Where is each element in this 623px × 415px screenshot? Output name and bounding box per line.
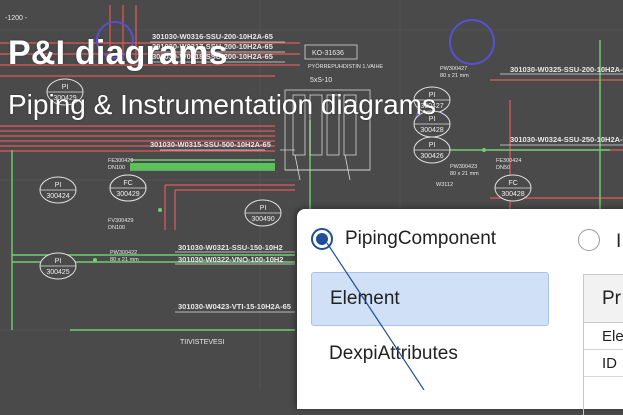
- small-tag: PW300423: [450, 164, 477, 170]
- line-label: 301030-W0322-VNO-100-10H2: [178, 255, 283, 264]
- small-tag: W3112: [436, 182, 453, 188]
- small-tag: FV300429: [108, 218, 133, 224]
- hero-subtitle: Piping & Instrumentation diagrams: [8, 89, 436, 120]
- small-tag: DN100: [108, 225, 125, 231]
- small-tag: FE300429: [108, 158, 133, 164]
- small-tag: 80 x 21 mm: [450, 171, 479, 177]
- small-tag: FE300424: [496, 158, 521, 164]
- equipment-tag: KO-31636: [312, 50, 344, 57]
- radio-piping-component[interactable]: PipingComponent: [311, 228, 496, 250]
- radio-label: PipingComponent: [345, 228, 497, 249]
- instrument-id: 300428: [501, 191, 524, 198]
- small-tag: PW300427: [440, 66, 467, 72]
- table-cell[interactable]: ID: [584, 351, 623, 377]
- pid-diagram-background: -1200 - 301030-W0316-SSU-200-10H2A-65 30…: [0, 0, 623, 390]
- line-label: 301030-W0423-VTI-15-10H2A-65: [178, 302, 291, 311]
- instrument-type: PI: [62, 84, 69, 91]
- instrument-id: 300428: [420, 127, 443, 134]
- small-tag: 80 x 21 mm: [110, 257, 139, 263]
- radio-label: I: [616, 231, 622, 252]
- diagram-top-marker: -1200 -: [5, 15, 28, 22]
- instrument-id: 300429: [53, 95, 76, 102]
- instrument-type: PI: [55, 182, 62, 189]
- line-label: 301030-W0318-SSU-200-10H2A-65: [152, 52, 273, 61]
- instrument-type: PI: [260, 205, 267, 212]
- tiivistevesi-label: TIIVISTEVESI: [180, 339, 224, 346]
- small-tag: 80 x 21 mm: [440, 73, 469, 79]
- radio-unselected-indicator[interactable]: [578, 229, 600, 251]
- equipment-spec: 5xS-10: [310, 77, 332, 84]
- instrument-type: FC: [123, 180, 132, 187]
- properties-table: Pr Ele ID: [583, 274, 623, 415]
- radio-selected-indicator[interactable]: [311, 228, 333, 250]
- line-label: 301030-W0321-SSU-150-10H2: [178, 243, 283, 252]
- line-label: 301030-W0324-SSU-250-10H2A-65: [510, 135, 623, 144]
- instrument-type: PI: [429, 92, 436, 99]
- instrument-id: 300427: [420, 103, 443, 110]
- equipment-name: PYÖRREPUHDISTIN 1.VAIHE: [308, 63, 383, 70]
- table-cell[interactable]: Ele: [584, 324, 623, 350]
- hero-title: P&I diagrams: [8, 34, 228, 72]
- list-item-dexpi-attributes[interactable]: DexpiAttributes: [329, 343, 458, 364]
- line-label: 301030-W0315-SSU-500-10H2A-65: [150, 140, 271, 149]
- instrument-id: 300425: [46, 269, 69, 276]
- instrument-type: PI: [429, 116, 436, 123]
- instrument-type: PI: [55, 258, 62, 265]
- instrument-id: 300424: [46, 193, 69, 200]
- table-header: Pr: [584, 275, 623, 323]
- small-tag: DN100: [108, 165, 125, 171]
- small-tag: DN50: [496, 165, 510, 171]
- instrument-id: 300429: [116, 191, 139, 198]
- line-label: 301030-W0325-SSU-200-10H2A-65: [510, 65, 623, 74]
- small-tag: PW300422: [110, 250, 137, 256]
- line-label: 301030-W0316-SSU-200-10H2A-65: [152, 32, 273, 41]
- properties-panel: PipingComponent I Element DexpiAttribute…: [297, 209, 623, 415]
- instrument-type: PI: [429, 142, 436, 149]
- instrument-type: FC: [508, 180, 517, 187]
- line-label: 301030-W0317-SSU-200-10H2A-65: [152, 42, 273, 51]
- instrument-id: 300426: [420, 153, 443, 160]
- list-item-element[interactable]: Element: [311, 272, 549, 326]
- instrument-id: 300490: [251, 216, 274, 223]
